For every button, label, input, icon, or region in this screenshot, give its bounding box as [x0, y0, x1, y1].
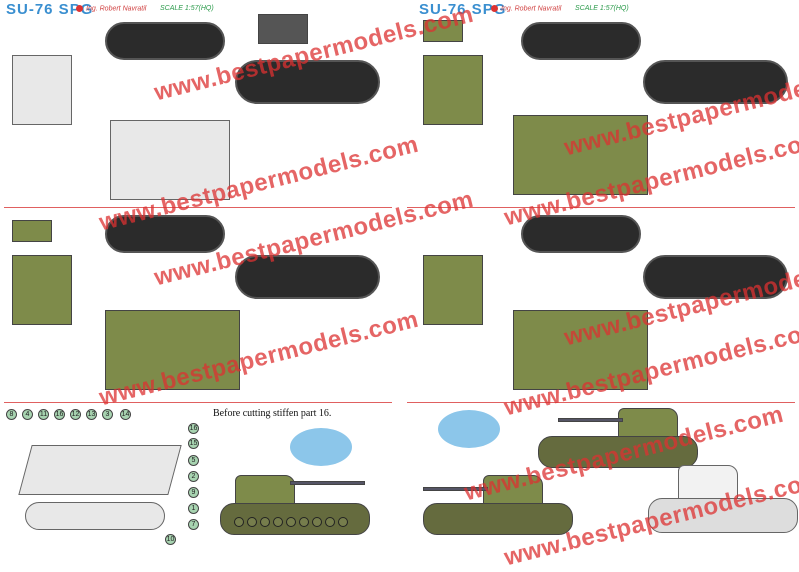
part-number: 14 [120, 409, 131, 420]
scale: SCALE 1:57(HQ) [160, 5, 214, 12]
part-number: 10 [165, 534, 176, 545]
part [423, 55, 483, 125]
hull-part [513, 115, 648, 195]
part-number: 5 [188, 455, 199, 466]
part-number: 13 [86, 409, 97, 420]
part-number: 4 [22, 409, 33, 420]
left-sheet: SU-76 SPG Ing. Robert Navratil SCALE 1:5… [0, 0, 396, 550]
track-part [521, 215, 641, 253]
part-number: 9 [188, 487, 199, 498]
hull-part [513, 310, 648, 390]
part [423, 255, 483, 325]
instruction-note: Before cutting stiffen part 16. [213, 408, 332, 419]
part-number: 8 [6, 409, 17, 420]
part-number: 7 [188, 519, 199, 530]
part-number: 2 [188, 471, 199, 482]
part-number: 15 [188, 438, 199, 449]
part [12, 220, 52, 242]
part-number: 3 [102, 409, 113, 420]
part-number: 12 [70, 409, 81, 420]
author: Ing. Robert Navratil [76, 5, 146, 12]
part [12, 255, 72, 325]
track-part [643, 60, 788, 104]
part-number: 1 [188, 503, 199, 514]
part-number: 11 [38, 409, 49, 420]
divider [4, 402, 392, 403]
divider [4, 207, 392, 208]
track-part [235, 255, 380, 299]
track-part [105, 22, 225, 60]
track-part [643, 255, 788, 299]
part-number: 16 [188, 423, 199, 434]
part [423, 20, 463, 42]
part [12, 55, 72, 125]
publisher-logo [290, 428, 352, 466]
publisher-logo [438, 410, 500, 448]
right-sheet: SU-76 SPG Ing. Robert Navratil SCALE 1:5… [403, 0, 799, 550]
photo-part [258, 14, 308, 44]
scale: SCALE 1:57(HQ) [575, 5, 629, 12]
hull-part [110, 120, 230, 200]
track-part [521, 22, 641, 60]
author: Ing. Robert Navratil [491, 5, 561, 12]
divider [407, 207, 795, 208]
track-part [235, 60, 380, 104]
sheet-title: SU-76 SPG [419, 1, 507, 18]
assembly-diagram [18, 445, 182, 495]
hull-part [105, 310, 240, 390]
track-part [105, 215, 225, 253]
sheet-title: SU-76 SPG [6, 1, 94, 18]
divider [407, 402, 795, 403]
assembly-track [25, 502, 165, 530]
part-number: 16 [54, 409, 65, 420]
